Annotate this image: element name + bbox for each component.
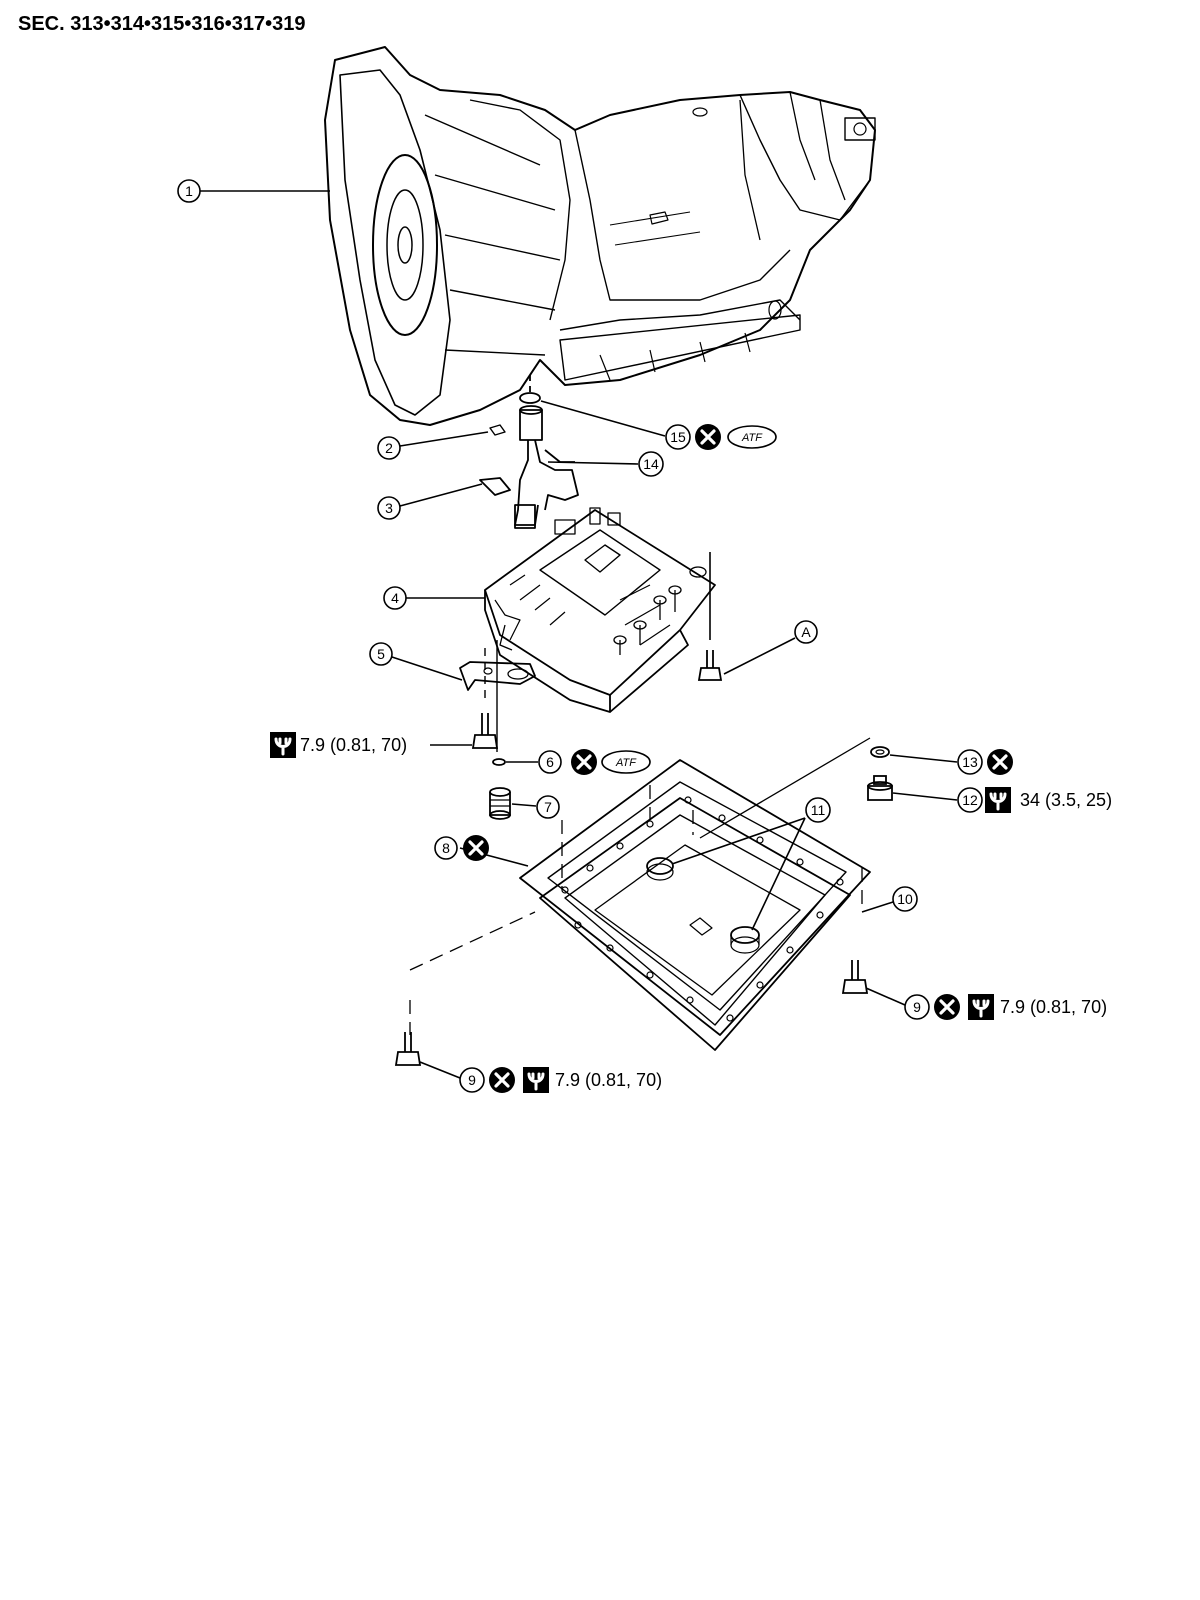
callout-12: 12 [892,787,983,813]
svg-text:9: 9 [468,1072,476,1088]
torque-spec-pan-bolt-left: 7.9 (0.81, 70) [555,1070,662,1090]
x-circle-icon [569,747,599,777]
pan-bolt-right [841,960,869,994]
svg-text:3: 3 [385,500,393,516]
x-circle-icon [985,747,1015,777]
callout-13: 13 [889,749,983,775]
svg-text:7: 7 [544,799,552,815]
svg-text:6: 6 [546,754,554,770]
svg-text:7.9 (0.81, 70): 7.9 (0.81, 70) [300,735,407,755]
transmission-case [324,46,876,426]
callout-11: 11 [671,797,831,931]
x-circle-icon [487,1065,517,1095]
svg-text:1: 1 [185,183,193,199]
svg-text:13: 13 [962,754,978,770]
torque-spec-drain-plug: 34 (3.5, 25) [1020,790,1112,810]
callout-9-right: 9 [865,987,930,1020]
o-ring-and-strainer [489,640,511,820]
torque-wrench-icon [966,992,996,1022]
callout-a: A [723,620,818,675]
callout-6: 6 [506,750,562,774]
svg-text:8: 8 [442,840,450,856]
callout-7: 7 [511,795,560,819]
x-circle-icon [461,833,491,863]
callout-5: 5 [369,642,463,681]
callout-2: 2 [377,431,489,460]
pan-bolt-left [394,1032,422,1066]
drain-plug-and-washer [867,746,893,801]
svg-text:11: 11 [811,802,826,818]
callout-1: 1 [177,179,330,203]
callout-8: 8 [434,836,529,867]
svg-text:14: 14 [643,456,659,472]
control-valve-assembly [484,507,716,713]
x-circle-icon [932,992,962,1022]
oil-pan-gasket [519,759,871,1036]
callout-14: 14 [547,451,664,477]
guide-lines [409,737,871,1035]
callout-9-left: 9 [419,1061,485,1093]
svg-text:5: 5 [377,646,385,662]
torque-wrench-icon [268,730,298,760]
bracket [459,661,536,691]
svg-text:ATF: ATF [615,757,637,769]
callout-10: 10 [861,886,918,913]
svg-text:9: 9 [913,999,921,1015]
oil-pan [539,796,851,1051]
callout-15: 15 [540,400,691,450]
terminal-cord-assembly [479,375,579,529]
svg-text:15: 15 [670,429,686,445]
svg-text:12: 12 [962,792,978,808]
section-title: SEC. 313•314•315•316•317•319 [18,13,305,35]
callout-4: 4 [383,586,485,610]
atf-label-15: ATF [727,425,777,449]
torque-spec-pan-bolt-right: 7.9 (0.81, 70) [1000,997,1107,1017]
svg-text:A: A [801,624,811,640]
svg-text:2: 2 [385,440,393,456]
torque-spec-bracket-bolt: 7.9 (0.81, 70) [268,730,472,760]
bolt-a [697,552,723,681]
torque-wrench-icon [983,785,1013,815]
svg-text:10: 10 [897,891,913,907]
callout-3: 3 [377,483,483,520]
svg-text:ATF: ATF [741,432,763,444]
torque-wrench-icon [521,1065,551,1095]
svg-text:4: 4 [391,590,399,606]
x-circle-icon [693,422,723,452]
atf-label-6: ATF [601,750,651,774]
